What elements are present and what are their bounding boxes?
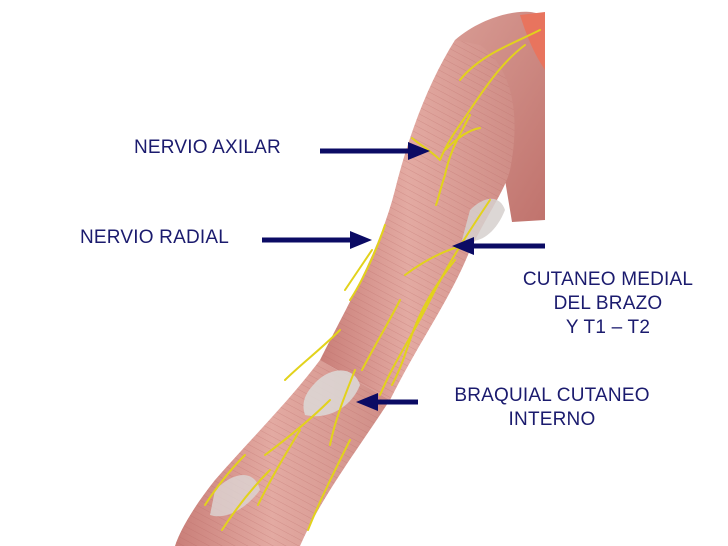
arrow-radial [262,231,372,249]
arrow-braquial [356,393,418,411]
pointer-arrows [262,142,545,411]
label-nervio-axilar: NERVIO AXILAR [134,137,281,158]
arrow-medial [452,237,545,255]
elbow-tendon [303,370,360,417]
label-line: CUTANEO MEDIAL [522,269,694,290]
label-line: INTERNO [508,409,596,430]
label-line: Y T1 – T2 [565,317,651,338]
label-cutaneo-medial: CUTANEO MEDIAL DEL BRAZO Y T1 – T2 [503,268,713,340]
label-line: BRAQUIAL CUTANEO [454,385,650,406]
label-braquial-cutaneo: BRAQUIAL CUTANEO INTERNO [432,384,672,432]
label-line: DEL BRAZO [553,293,663,314]
label-nervio-radial: NERVIO RADIAL [80,227,230,248]
arrow-axilar [320,142,430,160]
